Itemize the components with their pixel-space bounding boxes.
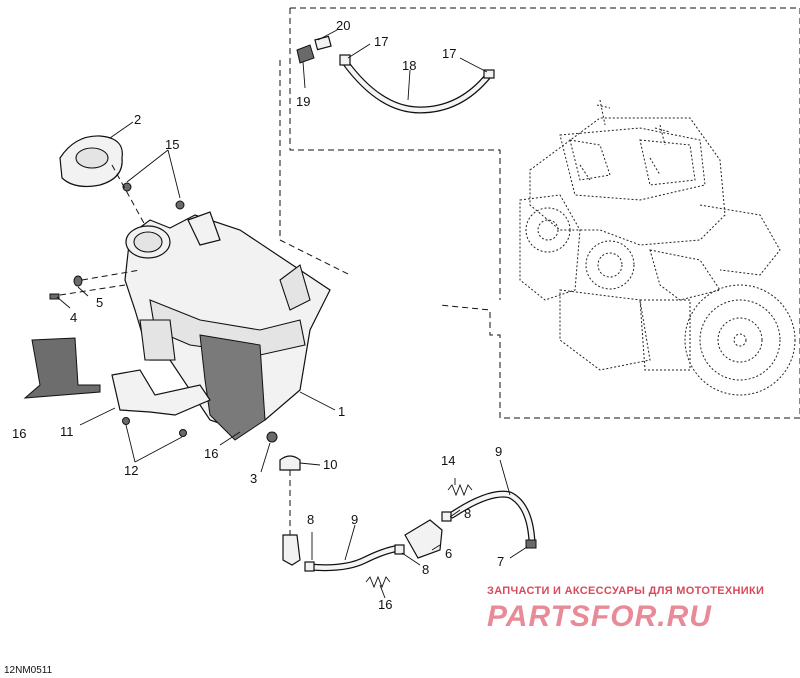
clamp-8c (441, 511, 452, 522)
grommet-10 (279, 455, 301, 471)
callout-9b: 9 (351, 512, 358, 527)
clamp-8a (304, 561, 315, 572)
clamp-17a (339, 54, 351, 66)
callout-8a: 8 (307, 512, 314, 527)
leader-lines (56, 29, 528, 599)
clamp-8b (394, 544, 405, 555)
callout-5: 5 (96, 295, 103, 310)
screw-12a (122, 417, 130, 425)
callout-15: 16 (204, 446, 218, 461)
callout-8c: 8 (422, 562, 429, 577)
callout-4: 4 (70, 310, 77, 325)
nut-13b (175, 200, 185, 210)
hardware (49, 182, 301, 471)
callout-20: 20 (336, 18, 350, 33)
fuel-filter-6 (404, 519, 443, 559)
callout-17b: 17 (442, 46, 456, 61)
nut-13a (122, 182, 132, 192)
bracket-11 (111, 369, 211, 416)
tank-dash-link (279, 60, 351, 276)
protector-16 (23, 337, 101, 399)
callout-17a: 17 (374, 34, 388, 49)
callout-19: 19 (296, 94, 310, 109)
heat-shield-15 (199, 334, 266, 441)
callout-2: 2 (134, 112, 141, 127)
top-vent-assembly (296, 35, 495, 114)
callout-labels: 20 17 17 18 19 2 15 5 4 1 11 16 16 12 3 … (12, 18, 504, 612)
callout-7: 7 (497, 554, 504, 569)
watermark-caption: ЗАПЧАСТИ И АКСЕССУАРЫ ДЛЯ МОТОТЕХНИКИ (487, 585, 764, 597)
vent-cap-19 (296, 44, 315, 64)
callout-14: 14 (441, 453, 455, 468)
connector-7 (525, 539, 537, 549)
watermark-logo: PARTSFOR.RU (487, 600, 712, 633)
callout-1: 1 (338, 404, 345, 419)
bolt-4 (49, 293, 60, 300)
valve-20 (314, 35, 332, 51)
callout-10: 10 (323, 457, 337, 472)
callout-13: 15 (165, 137, 179, 152)
callout-8b: 8 (464, 506, 471, 521)
fuel-tank (124, 211, 331, 431)
diagram-code: 12NM0511 (4, 665, 53, 676)
fuel-lines (282, 470, 537, 589)
spring-16 (365, 575, 391, 589)
callout-3: 3 (250, 471, 257, 486)
grommet-3 (266, 431, 278, 443)
callout-6: 6 (445, 546, 452, 561)
screw-12b (179, 429, 187, 437)
callout-18: 18 (402, 58, 416, 73)
callout-16b: 16 (378, 597, 392, 612)
engine-outline (519, 99, 796, 396)
washer-5 (73, 275, 83, 287)
filler-cap (59, 135, 123, 188)
clamp-17b (483, 69, 495, 79)
callout-12: 12 (124, 463, 138, 478)
callout-16a: 16 (12, 426, 26, 441)
pickup-fitting (282, 534, 301, 566)
spring-14 (447, 483, 473, 497)
callout-11: 11 (60, 424, 74, 439)
callout-9a: 9 (495, 444, 502, 459)
engine-area-boundary (289, 7, 800, 419)
